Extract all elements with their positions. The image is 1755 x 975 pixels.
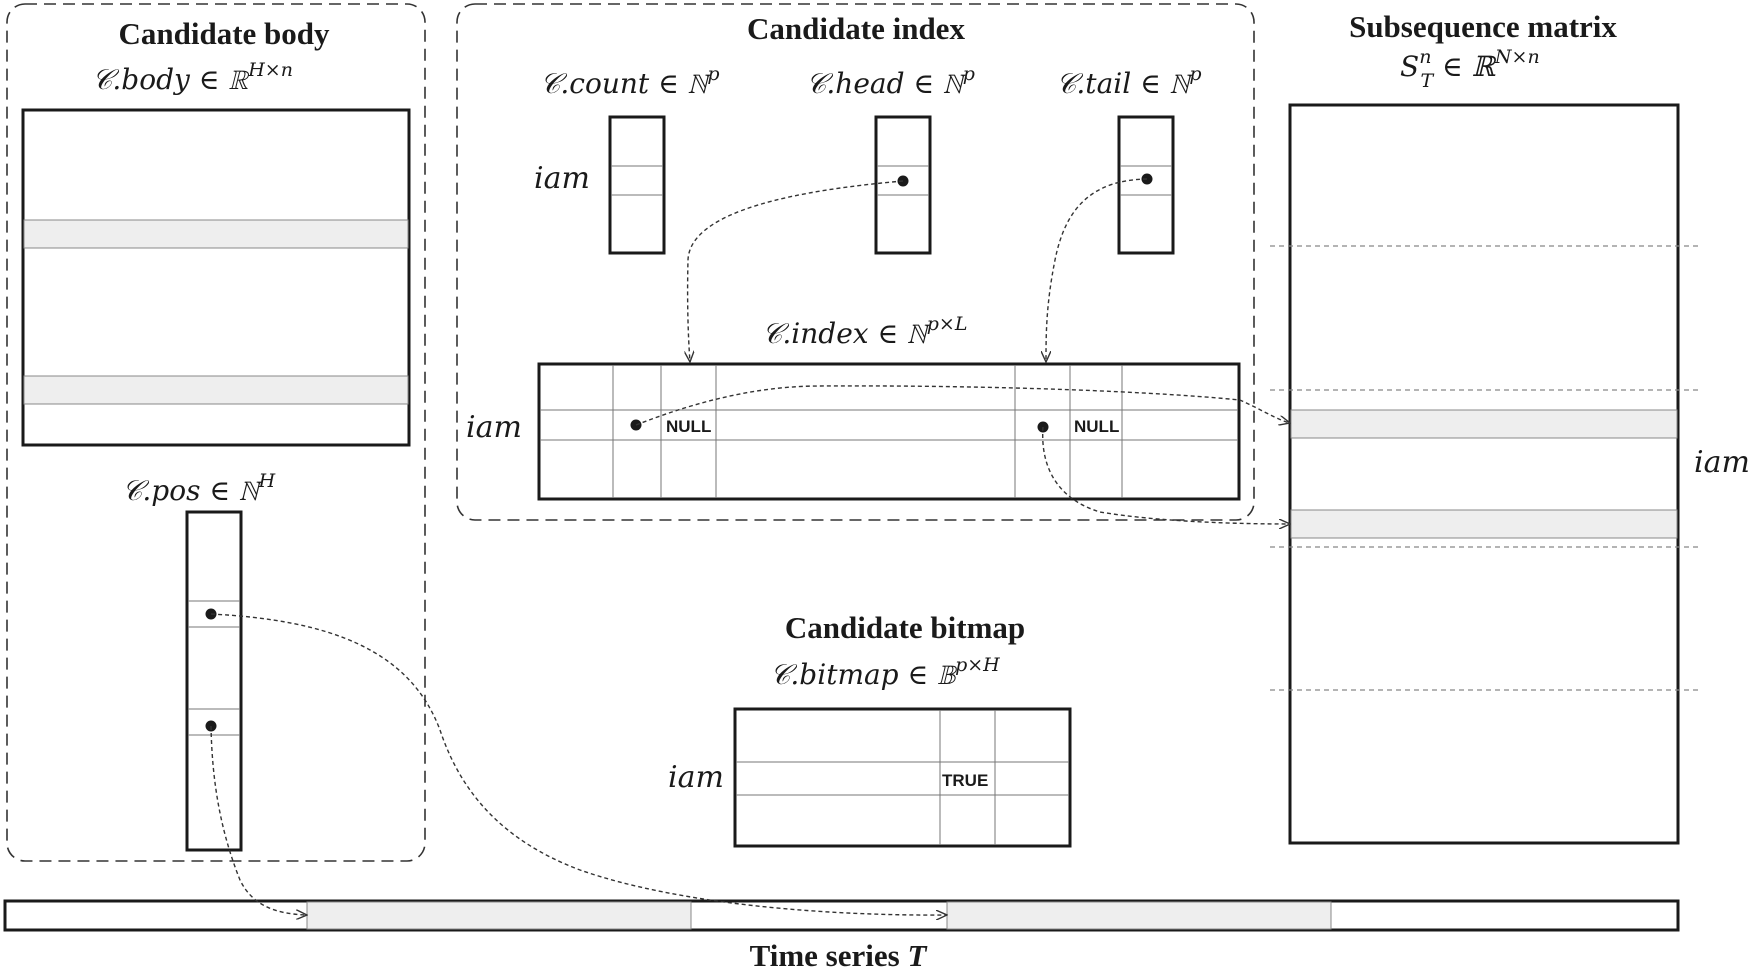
candidate-body-group (6, 3, 426, 862)
pos-vector (185, 510, 243, 852)
candidate-index-group (456, 3, 1255, 521)
pos-to-series-arrow-1 (210, 613, 947, 915)
candidate-body-matrix (21, 108, 411, 447)
time-series-title: Time series T (750, 938, 928, 973)
index-formula: 𝒞.index ∈ ℕp×L (762, 313, 967, 350)
candidate-body-formula: 𝒞.body ∈ ℝH×n (92, 59, 293, 96)
tail-vector (1117, 115, 1175, 255)
pos-to-series-arrow-2 (210, 725, 307, 915)
matrix-row-label: iam (1694, 445, 1750, 480)
subsequence-matrix (1288, 103, 1680, 845)
subsequence-matrix-title: Subsequence matrix (1349, 9, 1617, 44)
head-formula: 𝒞.head ∈ ℕp (806, 63, 975, 100)
count-formula: 𝒞.count ∈ ℕp (540, 63, 720, 100)
index-array (537, 362, 1241, 501)
head-to-index-arrow (688, 180, 904, 362)
index-row-label: iam (466, 410, 522, 445)
count-row-label: iam (534, 161, 590, 196)
index-to-matrix-arrow-2 (1042, 426, 1290, 524)
index-to-matrix-arrow-1 (635, 385, 1290, 425)
candidate-body-title: Candidate body (118, 16, 330, 51)
candidate-bitmap-formula: 𝒞.bitmap ∈ 𝔹p×H (770, 654, 1000, 691)
bitmap-row-label: iam (668, 760, 724, 795)
count-vector (608, 115, 666, 255)
candidate-bitmap-title: Candidate bitmap (785, 610, 1025, 645)
tail-to-index-arrow (1046, 178, 1148, 362)
bitmap-true-cell: TRUE (942, 771, 988, 790)
pos-formula: 𝒞.pos ∈ ℕH (122, 470, 276, 507)
candidate-index-title: Candidate index (747, 11, 965, 46)
index-null-cell-2: NULL (1074, 417, 1119, 436)
tail-formula: 𝒞.tail ∈ ℕp (1056, 63, 1202, 100)
bitmap-matrix (733, 707, 1072, 848)
index-null-cell-1: NULL (666, 417, 711, 436)
time-series-bar (3, 899, 1680, 932)
